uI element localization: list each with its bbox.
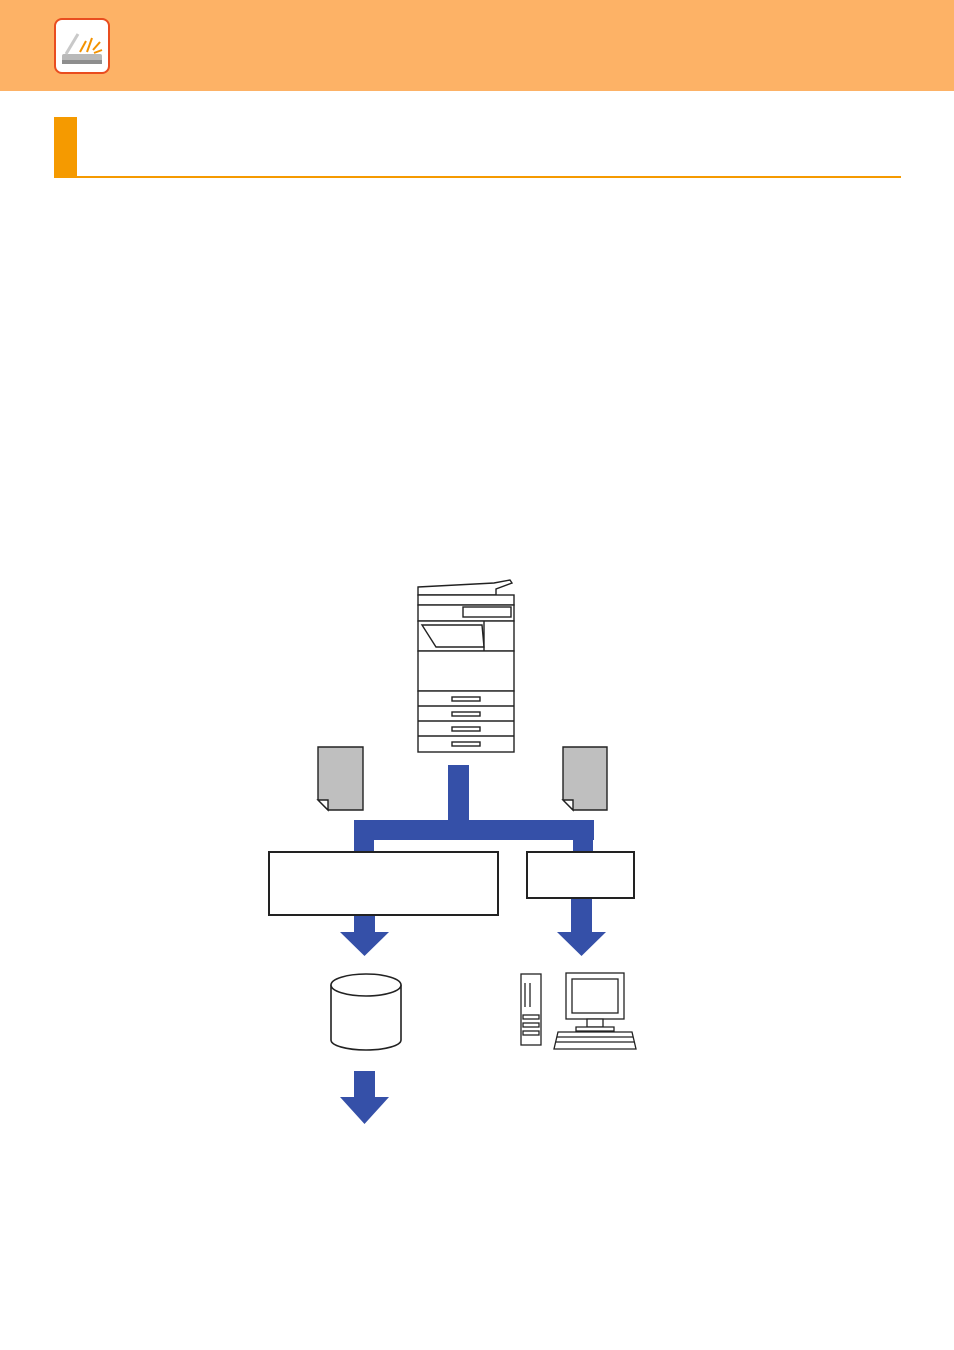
- desktop-computer-icon: [521, 973, 636, 1049]
- document-icon: [318, 747, 363, 810]
- document-icon: [563, 747, 607, 810]
- section-rule: [77, 176, 901, 178]
- storage-cylinder-icon: [331, 974, 401, 1050]
- section-heading: [54, 117, 901, 179]
- header-bar: [0, 0, 954, 91]
- down-arrow-to-storage: [340, 915, 389, 956]
- multifunction-printer-icon: [418, 580, 514, 752]
- flow-connector: [354, 765, 594, 852]
- scanner-icon: [54, 18, 110, 74]
- down-arrow-to-computer: [557, 898, 606, 956]
- destination-label-box: [268, 851, 499, 916]
- section-marker: [54, 117, 77, 178]
- scan-flow-diagram: [260, 575, 660, 1135]
- down-arrow-from-storage: [340, 1071, 389, 1124]
- folder-label-box: [526, 851, 635, 899]
